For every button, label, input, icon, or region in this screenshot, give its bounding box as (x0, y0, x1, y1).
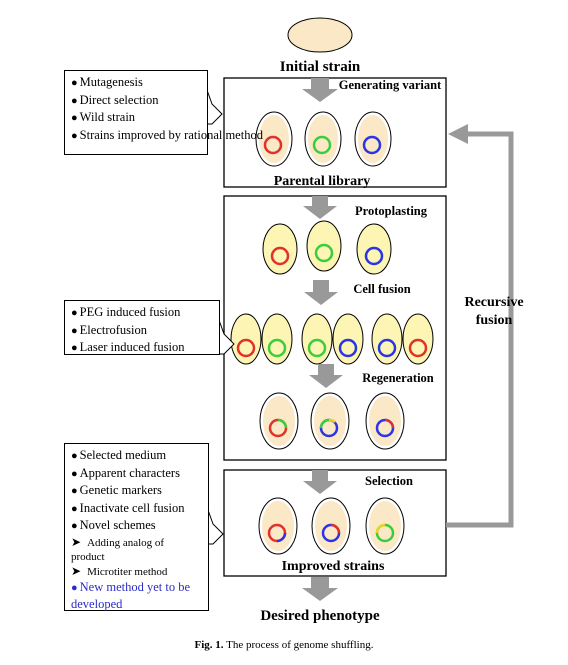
note-sub-item: Adding analog of product (71, 535, 204, 564)
note-item: Wild strain (71, 109, 203, 127)
note-item: Novel schemes (71, 517, 204, 535)
arrow-protoplasting (303, 196, 337, 219)
fused-cell-pairs (230, 313, 434, 365)
improved-cells (258, 497, 405, 555)
note-variant-sources: Mutagenesis Direct selection Wild strain… (64, 70, 263, 155)
ring-red (263, 135, 283, 155)
arrow-desired (302, 577, 338, 601)
regeneration-label: Regeneration (362, 371, 434, 385)
note-item: Direct selection (71, 92, 203, 110)
parental-library-label: Parental library (274, 174, 371, 189)
note-item: PEG induced fusion (71, 304, 215, 322)
figure-caption: Fig. 1. The process of genome shuffling. (0, 639, 568, 651)
note-new-method: New method yet to be developed (71, 579, 204, 613)
recursive-label-line1: Recursive (464, 295, 523, 310)
recursive-label-line2: fusion (476, 313, 513, 328)
improved-strains-label: Improved strains (282, 559, 385, 574)
caption-label: Fig. 1. (194, 639, 224, 651)
arrow-regeneration (309, 364, 343, 388)
ring-green (312, 135, 332, 155)
arrow-cell-fusion (304, 280, 338, 305)
parental-cells (255, 111, 392, 167)
cell-fusion-label: Cell fusion (353, 282, 410, 296)
note-item: Mutagenesis (71, 74, 203, 92)
selection-label: Selection (365, 474, 413, 488)
callout-pointer-selection (207, 509, 224, 545)
generating-variant-label: Generating variant (339, 78, 442, 92)
note-item: Strains improved by rational method (71, 127, 263, 145)
note-sub-item: Microtiter method (71, 564, 204, 579)
note-item: Apparent characters (71, 465, 204, 483)
regenerated-cells (259, 392, 405, 450)
note-item: Laser induced fusion (71, 339, 215, 357)
protoplast-cells (262, 220, 392, 275)
note-fusion-methods: PEG induced fusion Electrofusion Laser i… (64, 300, 220, 355)
recursive-loop-arrow (446, 124, 514, 528)
callout-pointer-variants (206, 89, 223, 125)
initial-strain-cell (287, 17, 353, 53)
note-item: Electrofusion (71, 322, 215, 340)
note-selection-methods: Selected medium Apparent characters Gene… (64, 443, 209, 611)
initial-strain-label: Initial strain (280, 59, 361, 75)
arrow-selection (303, 470, 337, 494)
desired-phenotype-label: Desired phenotype (260, 608, 380, 624)
ring-blue (362, 135, 382, 155)
arrow-generating (302, 78, 338, 102)
note-item: Selected medium (71, 447, 204, 465)
note-item: Inactivate cell fusion (71, 500, 204, 518)
protoplasting-label: Protoplasting (355, 204, 428, 218)
note-item: Genetic markers (71, 482, 204, 500)
caption-text: The process of genome shuffling. (226, 639, 374, 651)
